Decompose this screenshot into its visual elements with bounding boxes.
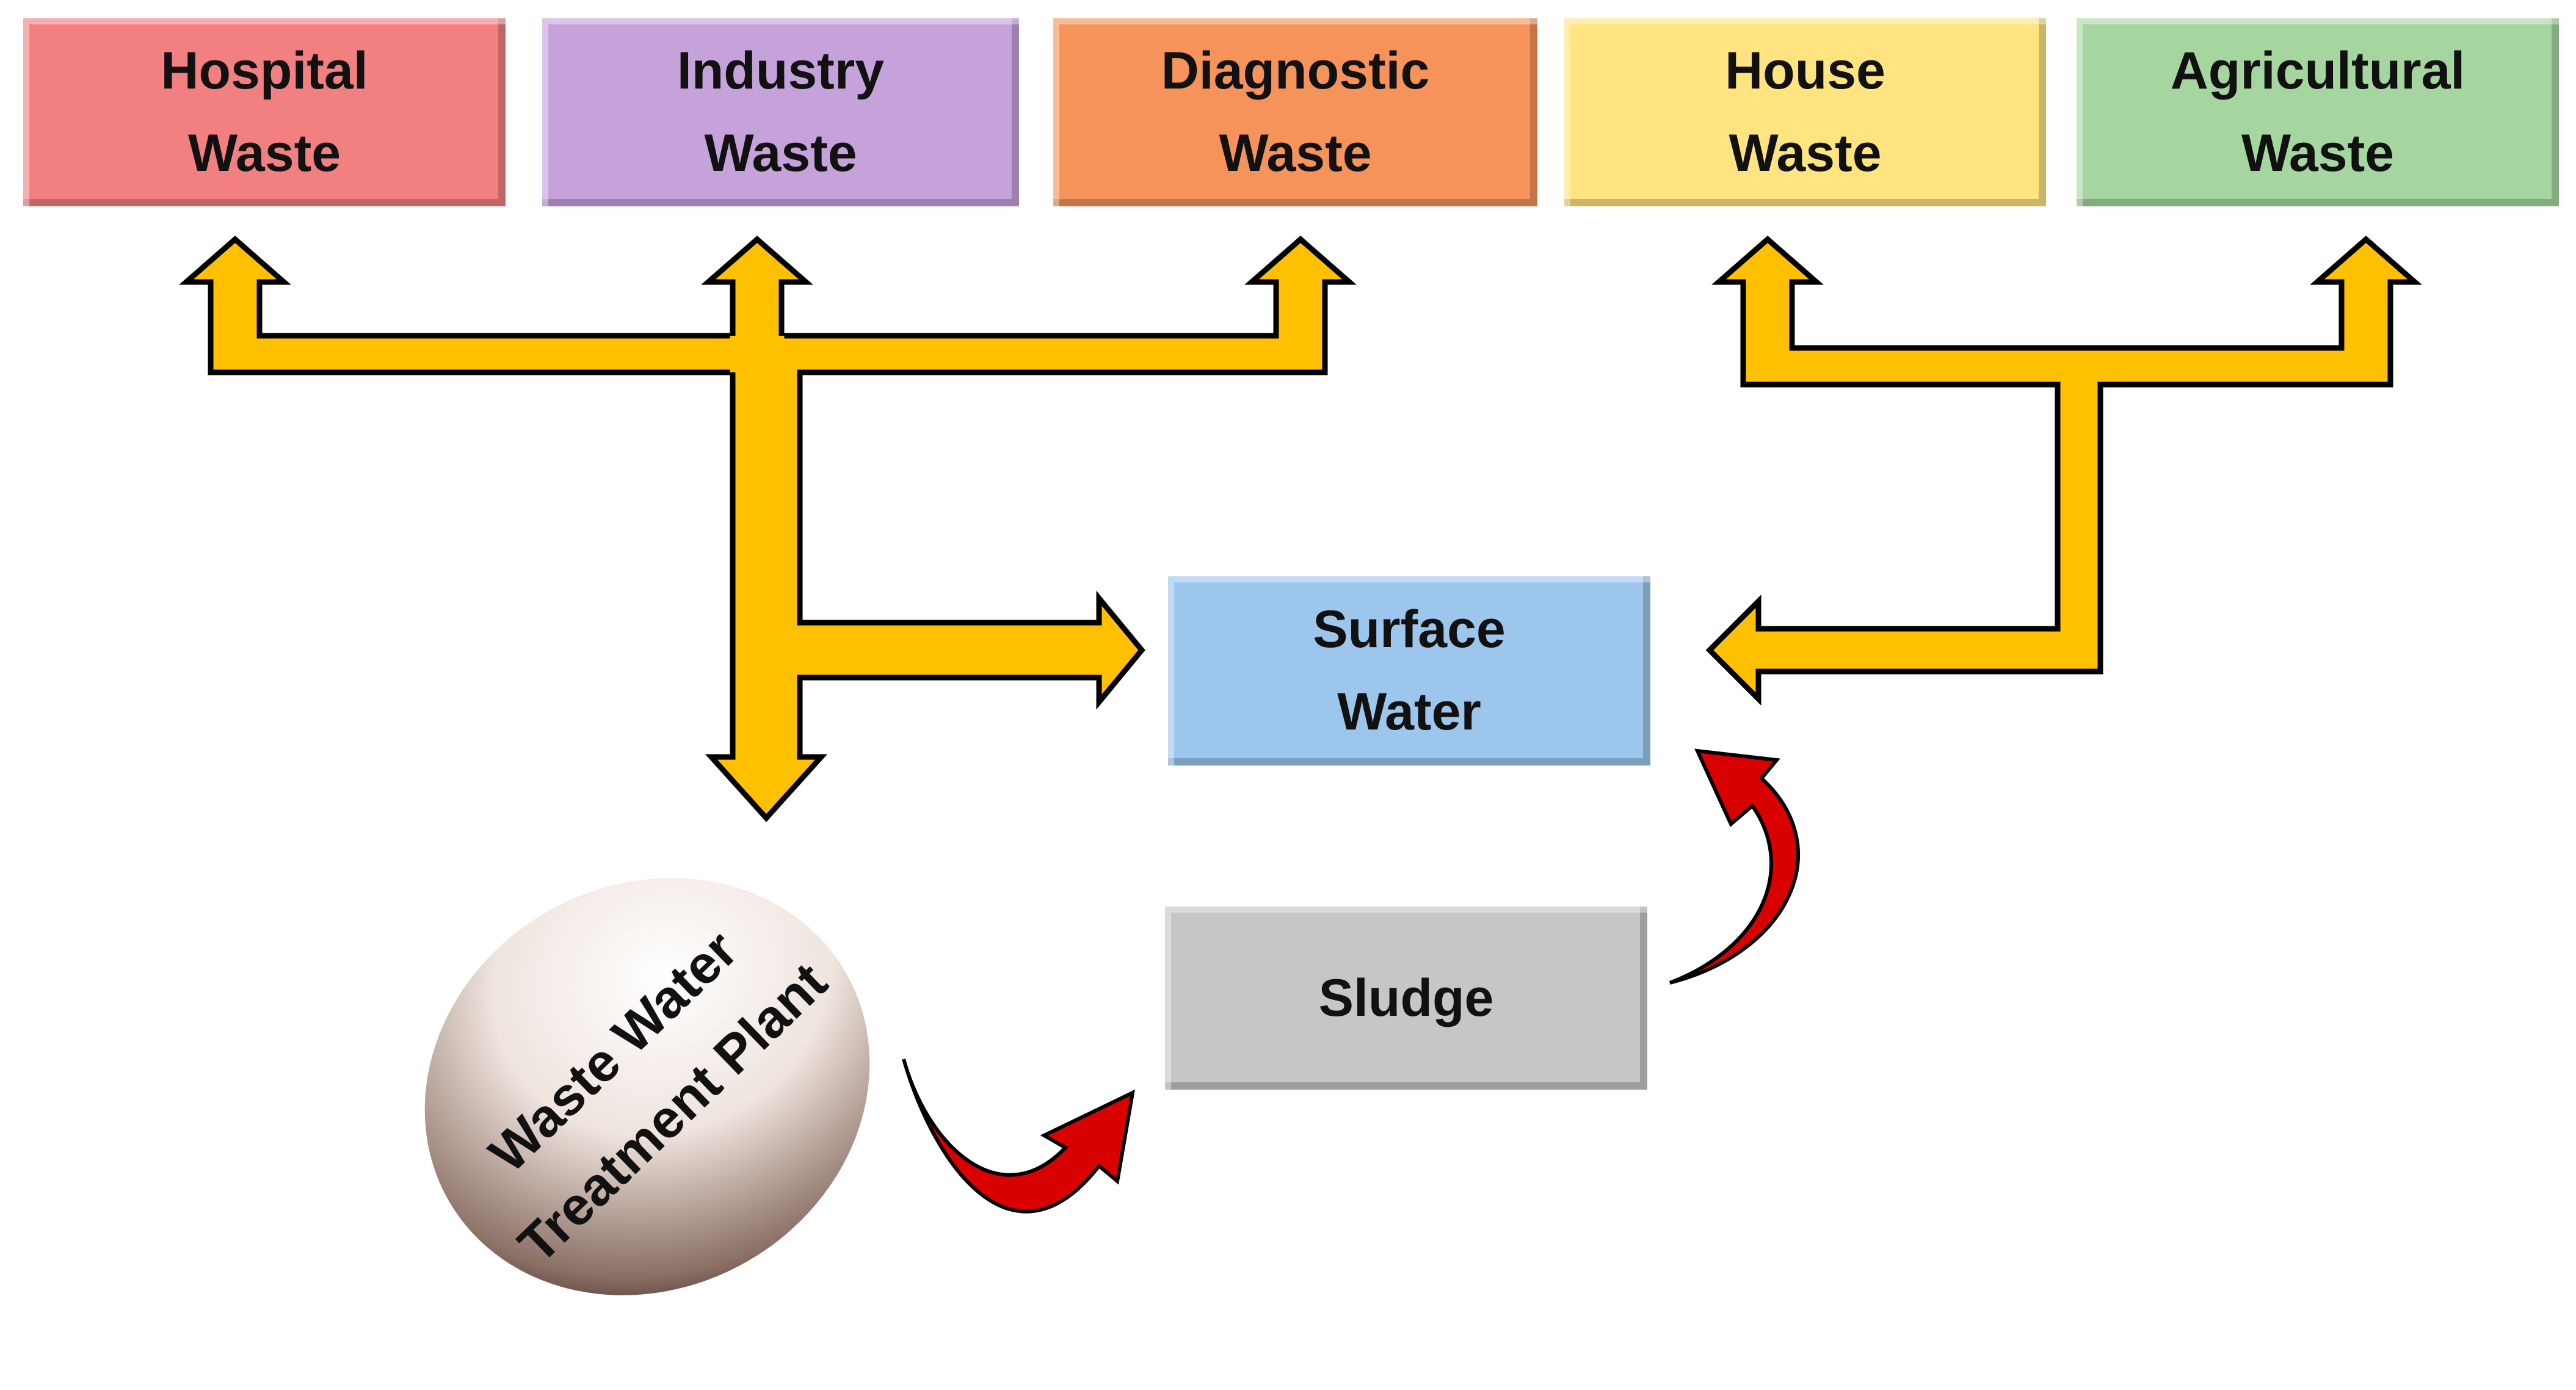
- plant-to-sludge-arrow: [902, 1059, 1135, 1214]
- sludge-label: Sludge: [1318, 968, 1494, 1027]
- treatment-plant-egg: [424, 878, 870, 1295]
- curved-red-arrows: [902, 748, 1800, 1214]
- agricultural-waste-label: Agricultural Waste: [2170, 42, 2465, 183]
- right-up-arrows: [1705, 236, 2422, 706]
- house-waste-box: House Waste: [1564, 18, 2046, 206]
- diagram-connectors: [179, 236, 2422, 1295]
- right-connector-arrows: [1705, 236, 2422, 706]
- industry-waste-box: Industry Waste: [542, 18, 1019, 206]
- surface-water-box: Surface Water: [1168, 576, 1650, 766]
- left-split-line: [730, 336, 785, 372]
- surface-water-label: Surface Water: [1313, 600, 1506, 741]
- sludge-box: Sludge: [1165, 907, 1647, 1090]
- diagram-canvas: Hospital Waste Industry Waste Diagnostic…: [23, 18, 2559, 1295]
- hospital-waste-label: Hospital Waste: [161, 42, 368, 183]
- diagnostic-waste-label: Diagnostic Waste: [1161, 42, 1430, 183]
- sludge-to-surface-arrow: [1669, 748, 1800, 985]
- agricultural-waste-box: Agricultural Waste: [2077, 18, 2559, 206]
- diagnostic-waste-box: Diagnostic Waste: [1053, 18, 1537, 206]
- left-up-arrows: [179, 236, 1357, 822]
- house-waste-label: House Waste: [1725, 42, 1885, 183]
- hospital-waste-box: Hospital Waste: [23, 18, 506, 206]
- industry-waste-label: Industry Waste: [677, 42, 885, 183]
- left-connector-arrows: [179, 236, 1357, 822]
